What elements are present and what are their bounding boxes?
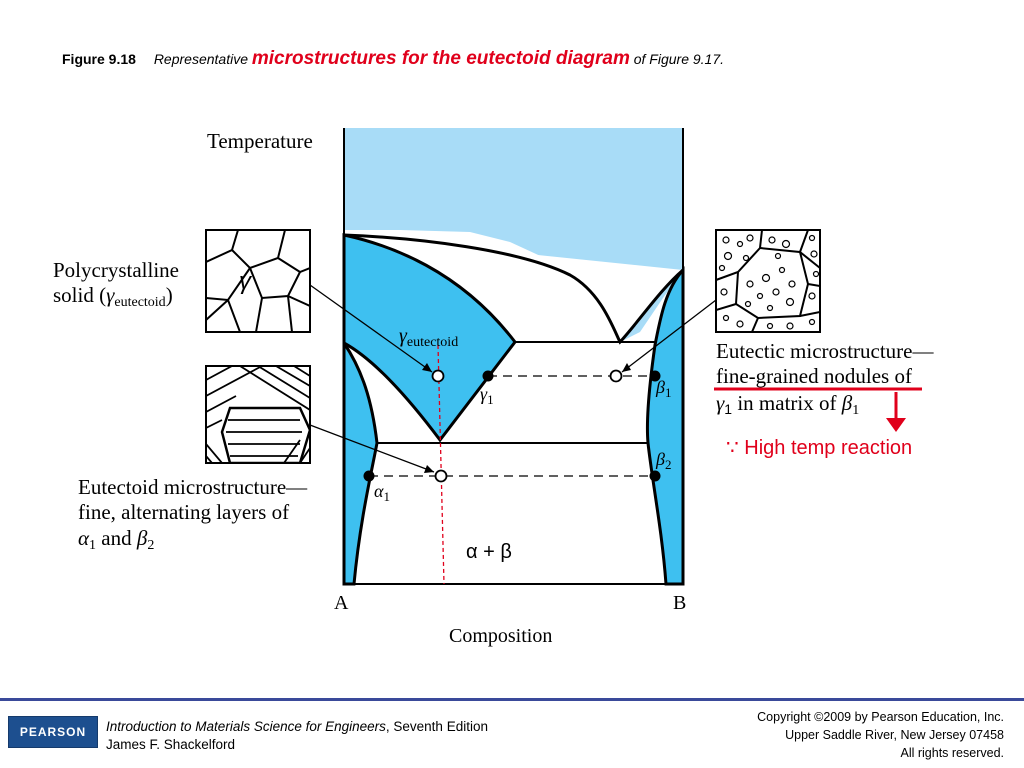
book-edition: , Seventh Edition bbox=[385, 719, 488, 734]
caption-highlight: microstructures for the eutectoid diagra… bbox=[251, 48, 630, 69]
beta2-label: β2 bbox=[655, 449, 671, 472]
eutectoid-label-line3: α1 and β2 bbox=[78, 526, 154, 553]
end-label-b: B bbox=[673, 592, 686, 614]
x-axis-label: Composition bbox=[449, 625, 552, 647]
book-title: Introduction to Materials Science for En… bbox=[106, 719, 386, 734]
poly-label-line1: Polycrystalline bbox=[53, 258, 179, 282]
arrow-grain-to-point bbox=[309, 284, 433, 373]
caption-suffix: of Figure 9.17. bbox=[633, 51, 725, 67]
arrowhead-lamellar bbox=[424, 465, 434, 473]
high-temp-note: ∵ High temp reaction bbox=[726, 437, 912, 459]
point-gamma1 bbox=[482, 370, 494, 382]
eutectic-label-line1: Eutectic microstructure— bbox=[716, 339, 934, 363]
gamma1-label: γ1 bbox=[480, 384, 494, 407]
nodule-microstructure bbox=[715, 229, 821, 333]
eutectoid-label-line2: fine, alternating layers of bbox=[78, 500, 289, 524]
y-axis-label: Temperature bbox=[207, 129, 313, 153]
red-arrowhead bbox=[886, 418, 906, 432]
arrowhead-grain bbox=[422, 363, 432, 372]
point-eutectoid-composition bbox=[434, 469, 448, 483]
eutectoid-diagram: Temperature Composition A B γeutectoid γ… bbox=[53, 128, 934, 647]
point-gamma-eutectoid bbox=[431, 369, 445, 383]
copyright-line-3: All rights reserved. bbox=[900, 746, 1004, 760]
book-author: James F. Shackelford bbox=[106, 737, 236, 752]
gamma-eutectoid-label: γeutectoid bbox=[399, 325, 458, 350]
caption-prefix: Representative bbox=[153, 51, 248, 67]
composition-line bbox=[437, 344, 445, 585]
arrow-nodule-to-point bbox=[621, 299, 717, 373]
end-label-a: A bbox=[334, 592, 349, 614]
footer-rule bbox=[0, 698, 1024, 701]
pearson-logo: PEARSON bbox=[8, 716, 98, 748]
point-eutectic bbox=[609, 369, 623, 383]
eutectic-label-line3: γ1 in matrix of β1 bbox=[716, 391, 859, 418]
alpha-region bbox=[342, 338, 379, 586]
point-beta2 bbox=[649, 470, 661, 482]
upper-lens bbox=[343, 233, 684, 345]
figure-caption: Figure 9.18 Representative microstructur… bbox=[62, 48, 962, 70]
grain-microstructure: γ bbox=[205, 229, 311, 333]
alpha-beta-region-label: α + β bbox=[466, 541, 512, 563]
poly-label-line2: solid (γeutectoid) bbox=[53, 283, 173, 310]
book-info: Introduction to Materials Science for En… bbox=[106, 718, 488, 754]
copyright-block: Copyright ©2009 by Pearson Education, In… bbox=[757, 708, 1004, 762]
point-alpha1 bbox=[363, 470, 375, 482]
gamma-eutectoid-region bbox=[342, 233, 517, 443]
gamma-box-label: γ bbox=[239, 268, 253, 295]
beta-region bbox=[645, 266, 685, 586]
beta1-label: β1 bbox=[655, 377, 671, 400]
figure-label: Figure 9.18 bbox=[62, 51, 136, 67]
copyright-line-2: Upper Saddle River, New Jersey 07458 bbox=[785, 728, 1004, 742]
copyright-line-1: Copyright ©2009 by Pearson Education, In… bbox=[757, 710, 1004, 724]
arrowhead-nodule bbox=[622, 363, 631, 372]
alpha1-label: α1 bbox=[374, 481, 390, 504]
point-beta1 bbox=[649, 370, 661, 382]
eutectic-label-line2: fine-grained nodules of bbox=[716, 364, 912, 388]
lamellar-microstructure bbox=[205, 365, 311, 464]
arrow-lamellar-to-point bbox=[309, 424, 435, 473]
eutectoid-label-line1: Eutectoid microstructure— bbox=[78, 475, 308, 499]
